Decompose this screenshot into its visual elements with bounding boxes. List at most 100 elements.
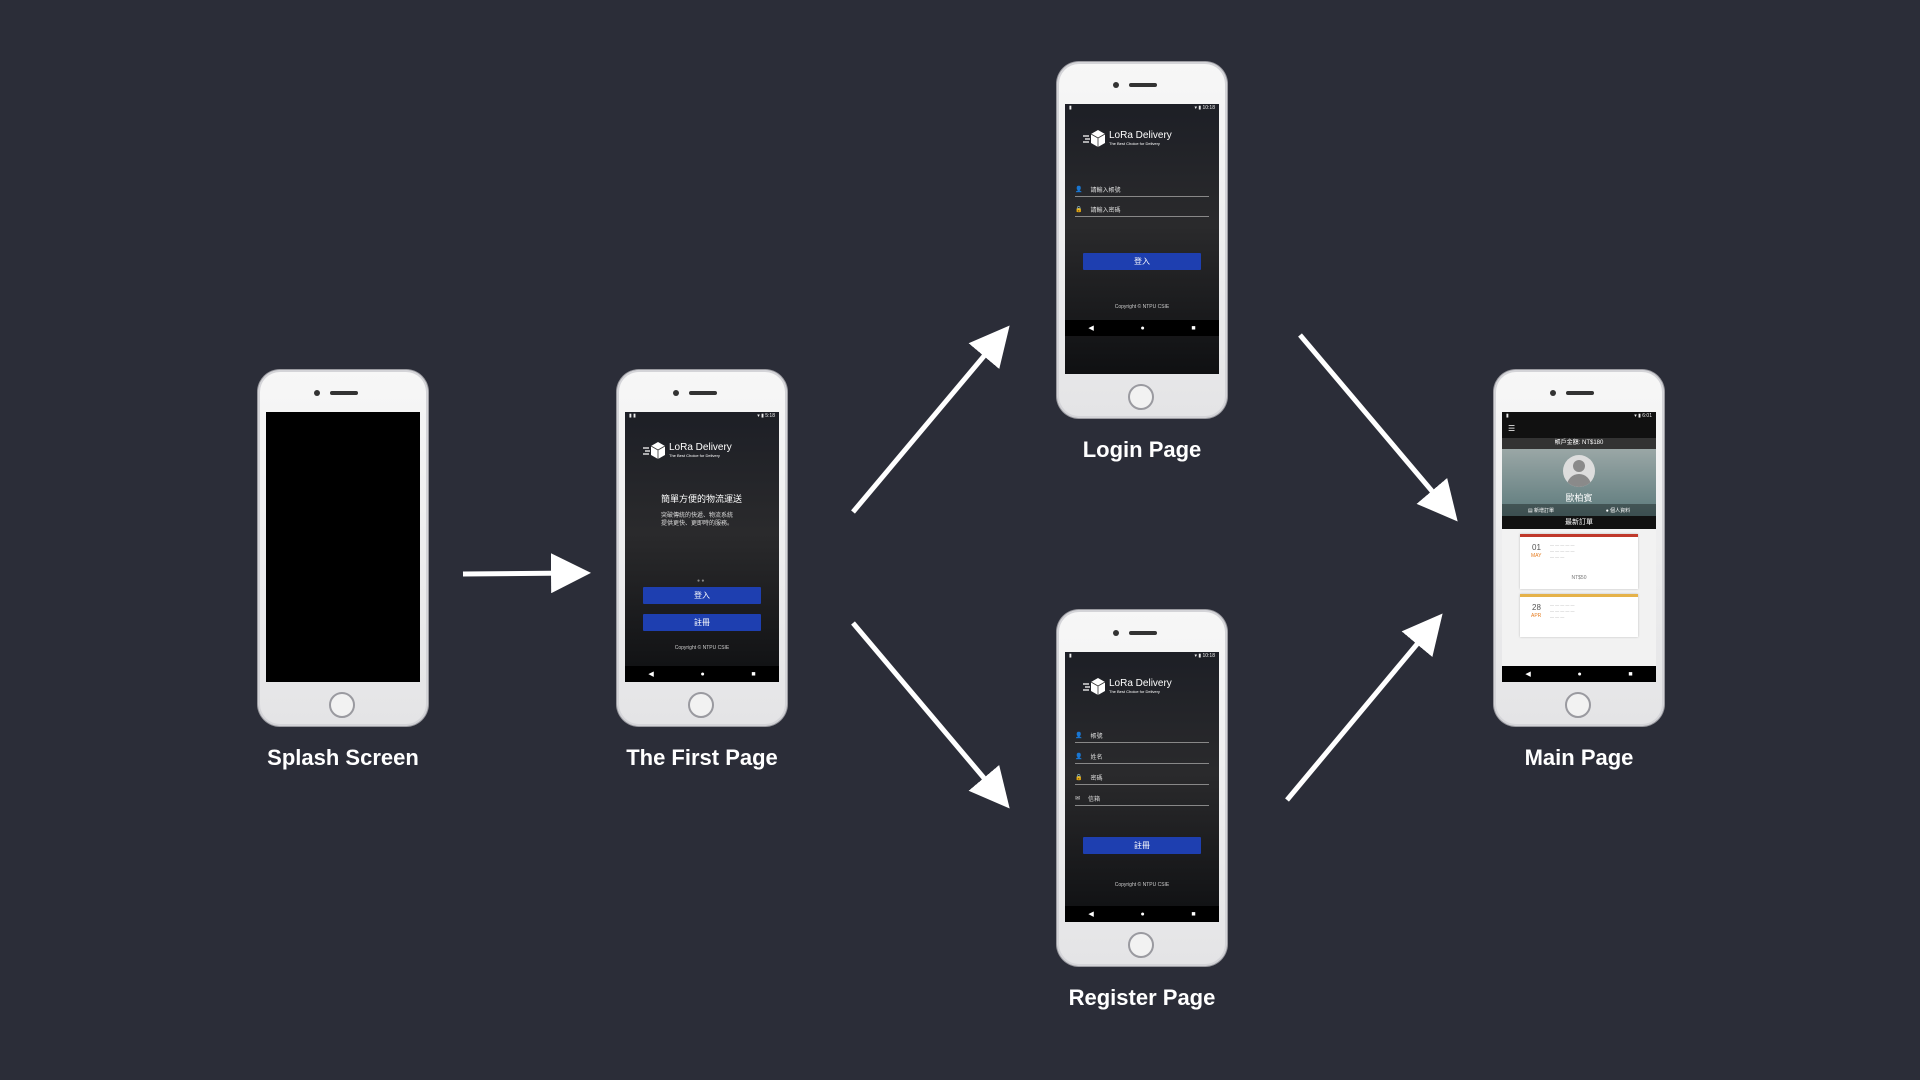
android-nav-bar: ◀ ● ■ xyxy=(1502,666,1656,682)
home-button[interactable] xyxy=(1128,932,1154,958)
back-icon[interactable]: ◀ xyxy=(1088,325,1094,332)
status-bar: ▮▾ ▮ 10:18 xyxy=(1069,653,1215,659)
recents-icon[interactable]: ■ xyxy=(1191,324,1196,332)
recents-icon[interactable]: ■ xyxy=(751,670,756,678)
tab-new-order[interactable]: ▤ 新增訂單 xyxy=(1527,507,1554,514)
balance-bar: 帳戶金額: NT$180 xyxy=(1502,438,1656,449)
clipboard-icon: ▤ xyxy=(1527,507,1534,514)
order-month: MAY xyxy=(1531,553,1542,559)
back-icon[interactable]: ◀ xyxy=(1088,911,1094,918)
home-icon[interactable]: ● xyxy=(1140,324,1145,332)
order-details: — — — — —— — — — —— — — xyxy=(1550,542,1575,559)
camera-icon xyxy=(1113,82,1119,88)
caption-login-page: Login Page xyxy=(1082,437,1202,462)
camera-icon xyxy=(673,390,679,396)
name-label: 姓名 xyxy=(1090,754,1103,761)
lock-icon: 🔒 xyxy=(1075,774,1083,781)
email-label: 信箱 xyxy=(1088,796,1101,803)
tab-profile[interactable]: ● 個人資料 xyxy=(1605,507,1631,514)
caption-first-page: The First Page xyxy=(626,745,778,770)
box-logo-icon xyxy=(1083,130,1105,147)
latest-orders-heading: 最新訂單 xyxy=(1502,516,1656,529)
speaker-icon xyxy=(1129,631,1157,635)
register-button[interactable]: 註冊 xyxy=(643,614,761,631)
password-field[interactable]: 🔒密碼 xyxy=(1075,770,1209,785)
order-day: 28 xyxy=(1532,603,1541,612)
description-line-2: 提供更快、更即時的服務。 xyxy=(661,521,734,527)
profile-header: 歐柏賓 ▤ 新增訂單 ● 個人資料 xyxy=(1502,449,1656,516)
recents-icon[interactable]: ■ xyxy=(1628,670,1633,678)
headline: 簡單方便的物流運送 xyxy=(661,494,743,504)
arrow-login-to-main xyxy=(1298,333,1458,522)
login-button[interactable]: 登入 xyxy=(1083,253,1201,270)
main-page-screen: ▮▾ ▮ 6:01 ☰ 帳戶金額: NT$180 歐柏賓 ▤ 新增訂單 ● 個人… xyxy=(1502,412,1656,682)
copyright: Copyright © NTPU CSIE xyxy=(674,645,730,651)
android-nav-bar: ◀ ● ■ xyxy=(1065,320,1219,336)
speaker-icon xyxy=(1129,83,1157,87)
caption-register-page: Register Page xyxy=(1068,985,1216,1010)
lock-icon: 🔒 xyxy=(1075,206,1083,213)
phone-splash xyxy=(258,370,428,726)
home-icon[interactable]: ● xyxy=(1140,910,1145,918)
status-bar: ▮ ▮▾ ▮ 5:18 xyxy=(629,413,775,419)
password-field[interactable]: 🔒請輸入密碼 xyxy=(1075,202,1209,217)
app-bar: ☰ xyxy=(1502,420,1656,438)
login-button[interactable]: 登入 xyxy=(643,587,761,604)
account-placeholder: 請輸入帳號 xyxy=(1090,187,1121,194)
home-icon[interactable]: ● xyxy=(700,670,705,678)
home-button[interactable] xyxy=(1565,692,1591,718)
order-amount: NT$50 xyxy=(1571,575,1587,581)
camera-icon xyxy=(1113,630,1119,636)
splash-screen xyxy=(266,412,420,682)
recents-icon[interactable]: ■ xyxy=(1191,910,1196,918)
home-button[interactable] xyxy=(1128,384,1154,410)
name-field[interactable]: 👤 姓名 xyxy=(1075,749,1209,764)
menu-icon[interactable]: ☰ xyxy=(1508,424,1516,433)
back-icon[interactable]: ◀ xyxy=(1525,671,1531,678)
account-field[interactable]: 👤帳號 xyxy=(1075,728,1209,743)
caption-main-page: Main Page xyxy=(1524,745,1634,770)
account-label: 帳號 xyxy=(1090,733,1103,740)
description-line-1: 突破傳統的快遞、物流系統 xyxy=(661,513,734,519)
home-button[interactable] xyxy=(688,692,714,718)
home-button[interactable] xyxy=(329,692,355,718)
order-day: 01 xyxy=(1532,543,1541,552)
arrow-register-to-main xyxy=(1285,613,1443,802)
email-field[interactable]: ✉ 信箱 xyxy=(1075,791,1209,806)
status-bar: ▮▾ ▮ 10:18 xyxy=(1069,105,1215,111)
mail-icon: ✉ xyxy=(1075,795,1081,802)
back-icon[interactable]: ◀ xyxy=(648,671,654,678)
avatar xyxy=(1563,455,1595,487)
status-bar: ▮▾ ▮ 6:01 xyxy=(1502,412,1656,420)
logo-subtitle: The Best Choice for Delivery xyxy=(1109,688,1160,694)
logo-title: LoRa Delivery xyxy=(669,441,732,453)
android-nav-bar: ◀ ● ■ xyxy=(1065,906,1219,922)
order-month: APR xyxy=(1531,613,1542,619)
order-card[interactable]: 28 APR — — — — —— — — — —— — — xyxy=(1520,594,1638,637)
home-icon[interactable]: ● xyxy=(1577,670,1582,678)
user-name: 歐柏賓 xyxy=(1565,493,1593,503)
order-details: — — — — —— — — — —— — — xyxy=(1550,602,1575,619)
order-card[interactable]: 01 MAY — — — — —— — — — —— — — NT$50 xyxy=(1520,534,1638,589)
caption-splash: Splash Screen xyxy=(267,745,419,770)
register-button[interactable]: 註冊 xyxy=(1083,837,1201,854)
person-icon: 👤 xyxy=(1075,753,1083,760)
account-field[interactable]: 👤 請輸入帳號 xyxy=(1075,182,1209,197)
camera-icon xyxy=(314,390,320,396)
user-icon: 👤 xyxy=(1075,186,1083,193)
arrow-splash-to-first xyxy=(462,553,591,594)
action-tabs: ▤ 新增訂單 ● 個人資料 xyxy=(1502,504,1656,516)
page-indicator: ● ● xyxy=(697,578,705,584)
phone-main-page: ▮▾ ▮ 6:01 ☰ 帳戶金額: NT$180 歐柏賓 ▤ 新增訂單 ● 個人… xyxy=(1494,370,1664,726)
speaker-icon xyxy=(330,391,358,395)
box-logo-icon xyxy=(1083,678,1105,695)
copyright: Copyright © NTPU CSIE xyxy=(1114,882,1170,888)
logo-title: LoRa Delivery xyxy=(1109,677,1172,689)
